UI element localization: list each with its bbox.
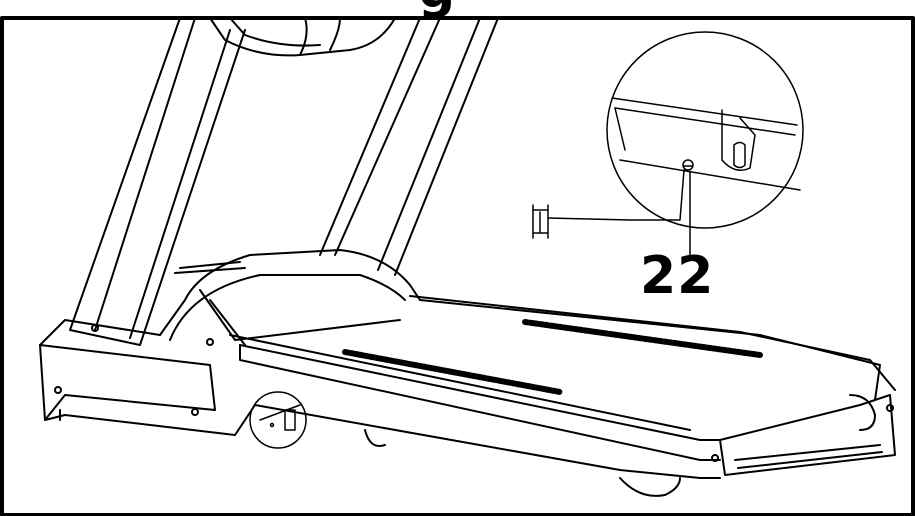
diagram-border bbox=[0, 16, 915, 516]
console-top bbox=[209, 17, 396, 57]
side-rail-vents-front bbox=[342, 349, 563, 395]
right-upright bbox=[319, 17, 499, 276]
left-upright bbox=[69, 17, 246, 346]
motor-hood bbox=[39, 249, 421, 436]
magnified-detail-circle bbox=[606, 31, 804, 229]
title-fragment: g bbox=[418, 0, 455, 16]
treadmill-deck bbox=[229, 295, 896, 497]
base-holes bbox=[54, 324, 894, 462]
bolt-icon bbox=[532, 169, 685, 239]
side-rail-vents-rear bbox=[522, 319, 763, 358]
detail-circle-base bbox=[249, 391, 307, 449]
part-number-22: 22 bbox=[640, 246, 715, 306]
